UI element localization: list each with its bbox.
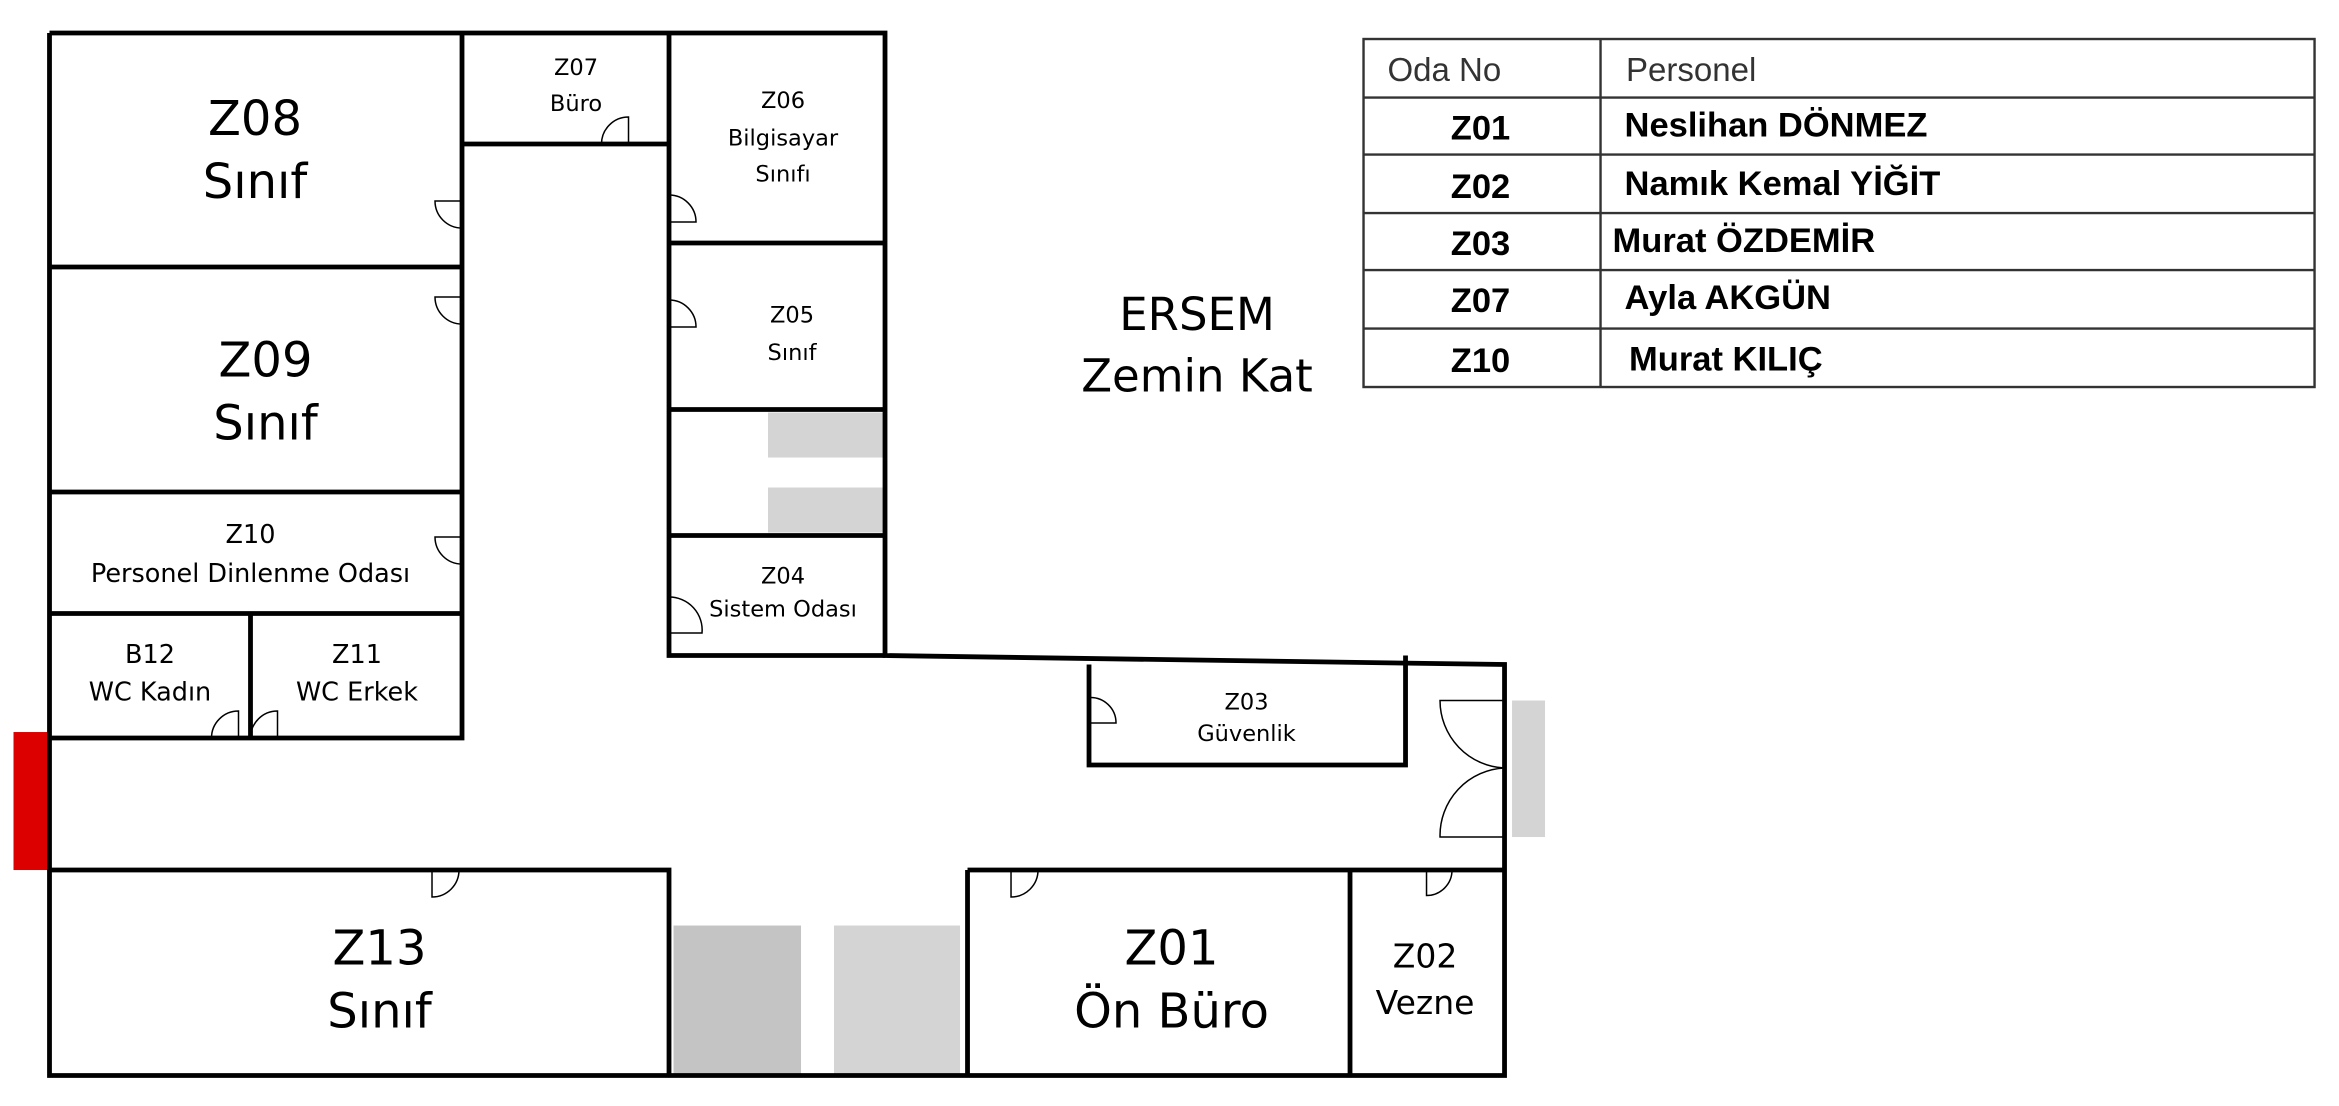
- table-cell-person: Namık Kemal YİĞİT: [1625, 163, 1941, 203]
- stairs-block: [834, 925, 961, 1076]
- stairs-block: [768, 412, 886, 458]
- table-cell-person: Murat ÖZDEMİR: [1613, 221, 1876, 260]
- table-cell-room: Z10: [1451, 342, 1510, 380]
- table-cell-person: Murat KILIÇ: [1629, 341, 1823, 379]
- room-z02-name: Vezne: [1376, 983, 1475, 1022]
- room-z09-code: Z09: [219, 333, 313, 389]
- room-z13-code: Z13: [333, 921, 427, 977]
- room-z02-code: Z02: [1393, 937, 1458, 976]
- plan-title: ERSEM: [1119, 288, 1275, 341]
- table-cell-person: Neslihan DÖNMEZ: [1625, 106, 1928, 145]
- stairs-block: [673, 925, 802, 1076]
- room-z08-name: Sınıf: [203, 154, 309, 210]
- table-header-person: Personel: [1626, 51, 1756, 88]
- stairs-block: [768, 487, 886, 533]
- door-swings: [210, 116, 1505, 898]
- plan-subtitle: Zemin Kat: [1081, 350, 1313, 403]
- room-z04-code: Z04: [761, 564, 805, 590]
- room-b12-code: B12: [125, 640, 175, 670]
- room-z04-name: Sistem Odası: [709, 597, 857, 623]
- table-cell-person: Ayla AKGÜN: [1625, 278, 1831, 317]
- table-row: Z07 Ayla AKGÜN: [1451, 278, 1831, 320]
- room-z06-code: Z06: [761, 88, 805, 114]
- table-row: Z01 Neslihan DÖNMEZ: [1451, 106, 1928, 148]
- room-z01-code: Z01: [1125, 921, 1219, 977]
- room-z11-name: WC Erkek: [296, 678, 418, 708]
- table-row: Z03 Murat ÖZDEMİR: [1451, 221, 1875, 263]
- room-z13-name: Sınıf: [327, 984, 433, 1040]
- room-z07-code: Z07: [554, 55, 598, 81]
- room-z08-code: Z08: [208, 91, 302, 147]
- room-z03-name: Güvenlik: [1197, 721, 1296, 747]
- room-b12-name: WC Kadın: [89, 678, 211, 708]
- room-z10-code: Z10: [226, 520, 276, 550]
- table-row: Z10 Murat KILIÇ: [1451, 341, 1823, 381]
- table-cell-room: Z01: [1451, 110, 1510, 148]
- walls: [47, 30, 1507, 1078]
- table-header-room: Oda No: [1388, 51, 1502, 88]
- room-z05-code: Z05: [770, 303, 814, 329]
- room-z06-name-2: Sınıfı: [755, 162, 810, 188]
- table-row: Z02 Namık Kemal YİĞİT: [1451, 163, 1940, 206]
- room-z11-code: Z11: [332, 640, 382, 670]
- room-z01-name: Ön Büro: [1074, 984, 1269, 1040]
- room-z03-code: Z03: [1225, 690, 1269, 716]
- room-z07-name: Büro: [550, 91, 602, 117]
- entrance-door: [13, 732, 50, 871]
- staff-table: Oda No Personel Z01 Neslihan DÖNMEZ Z02 …: [1362, 37, 2316, 389]
- room-z05-name: Sınıf: [768, 340, 818, 366]
- room-z10-name: Personel Dinlenme Odası: [91, 559, 410, 589]
- table-cell-room: Z02: [1451, 168, 1510, 206]
- table-cell-room: Z07: [1451, 282, 1510, 320]
- exit-step: [1512, 700, 1546, 838]
- table-cell-room: Z03: [1451, 225, 1510, 263]
- room-z09-name: Sınıf: [213, 396, 319, 452]
- room-z06-name: Bilgisayar: [728, 126, 839, 152]
